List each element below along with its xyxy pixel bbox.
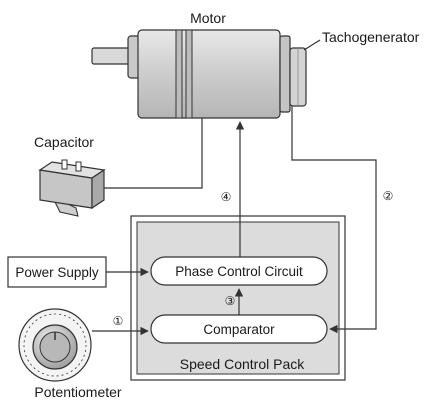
tachogenerator-label: Tachogenerator [322,29,420,45]
capacitor-label: Capacitor [34,134,94,150]
comparator-label: Comparator [203,322,275,337]
step-1-marker: ① [113,314,124,328]
capacitor-motor-wire [104,118,203,189]
motor-illustration [91,29,291,119]
speed-control-pack [130,215,346,381]
phase-control-circuit-box [150,256,328,286]
step-3-marker: ③ [225,294,236,308]
step-2-marker: ② [383,189,394,203]
potentiometer-illustration [18,308,92,382]
power-supply-label: Power Supply [15,265,99,280]
tachogenerator-illustration [289,39,321,107]
potentiometer-label: Potentiometer [34,384,121,400]
phase-control-circuit-label: Phase Control Circuit [175,264,303,279]
tacho-feedback-arrow [291,106,377,334]
motor-label: Motor [190,10,226,26]
speed-control-pack-label: Speed Control Pack [180,356,306,372]
step-4-marker: ④ [221,190,232,204]
capacitor-illustration [38,159,106,217]
